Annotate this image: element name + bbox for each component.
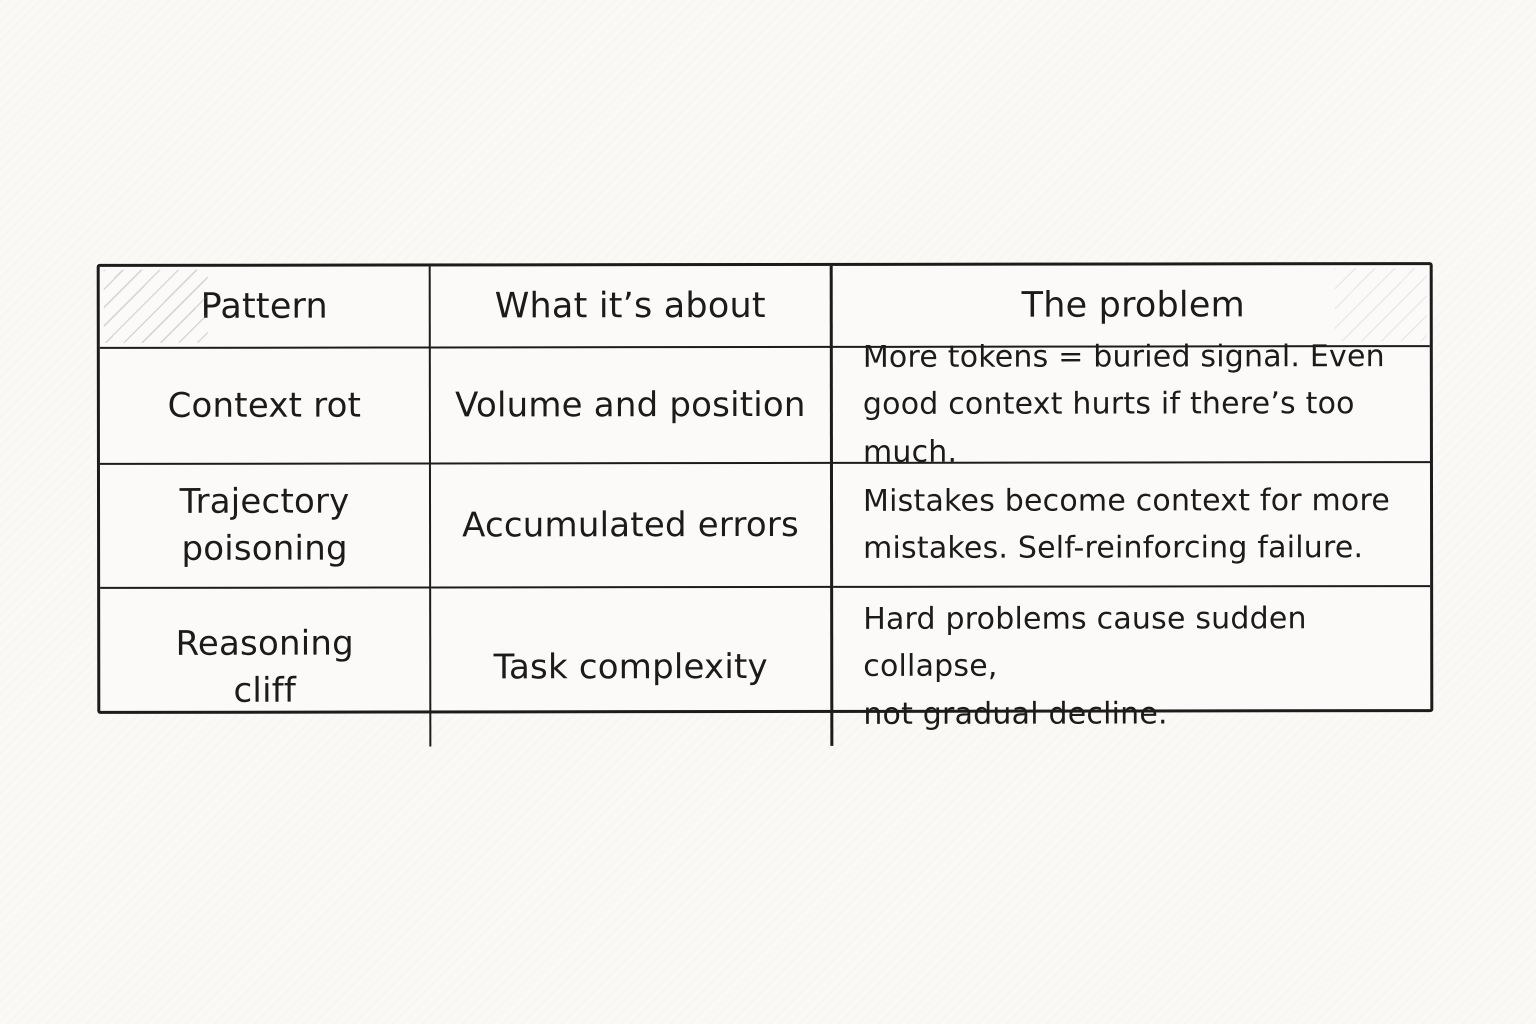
cell-problem-trajectory-poisoning: Mistakes become context for more mistake… (832, 463, 1431, 588)
cell-text-line: mistakes. Self-reinforcing failure. (863, 530, 1364, 566)
cell-text: Task complexity (493, 646, 768, 688)
cell-text-line: good context hurts if there’s too much. (862, 386, 1355, 470)
cell-text-line: not gradual decline. (863, 696, 1168, 732)
header-cell-pattern: Pattern (99, 266, 431, 349)
header-label-problem: The problem (1021, 285, 1245, 326)
cell-about-reasoning-cliff: Task complexity (431, 587, 834, 747)
cell-text: Volume and position (455, 384, 806, 425)
cell-problem-reasoning-cliff: Hard problems cause sudden collapse, not… (833, 587, 1430, 746)
cell-text-line: More tokens = buried signal. Even (862, 339, 1385, 375)
patterns-table: Pattern What it’s about The problem Cont… (96, 262, 1434, 748)
cell-text: Accumulated errors (462, 504, 799, 545)
cell-text-line: Reasoning (175, 623, 354, 664)
header-label-pattern: Pattern (200, 286, 328, 327)
cell-text: Context rot (167, 385, 362, 426)
cell-pattern-trajectory-poisoning: Trajectory poisoning (99, 464, 432, 589)
cell-text-line: Hard problems cause sudden collapse, (863, 601, 1307, 685)
corner-hatch-right (1334, 268, 1427, 342)
cell-text-line: Trajectory (179, 481, 350, 522)
cell-about-trajectory-poisoning: Accumulated errors (430, 463, 834, 589)
cell-about-context-rot: Volume and position (430, 347, 833, 465)
cell-text-line: cliff (233, 670, 297, 711)
cell-pattern-context-rot: Context rot (99, 348, 431, 465)
corner-hatch-left (103, 269, 208, 343)
cell-text-line: poisoning (181, 528, 348, 569)
header-label-about: What it’s about (494, 285, 766, 327)
cell-problem-context-rot: More tokens = buried signal. Even good c… (832, 339, 1430, 470)
cell-text-line: Mistakes become context for more (862, 482, 1391, 519)
cell-pattern-reasoning-cliff: Reasoning cliff (100, 588, 432, 748)
header-cell-about: What it’s about (430, 265, 833, 349)
